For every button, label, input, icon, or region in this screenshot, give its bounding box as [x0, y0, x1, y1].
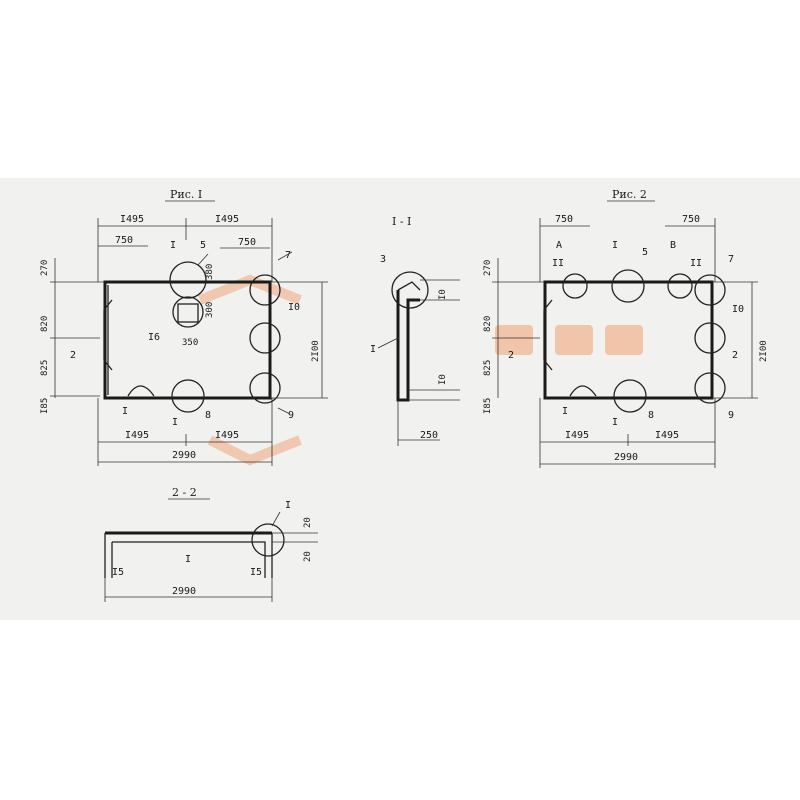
fig1-label-9: 9 — [288, 410, 294, 421]
fig1-callout-16-circle — [172, 296, 204, 328]
watermark-block-6 — [555, 325, 593, 355]
section22-dim-total: 2990 — [172, 586, 196, 597]
fig1-dim-left-825: 825 — [40, 360, 50, 376]
fig1-dim-left-270: 270 — [40, 260, 50, 276]
fig1-dim-left-185: I85 — [40, 398, 50, 414]
fig2-dim-left-185: I85 — [483, 398, 493, 414]
section-2-2: 2 - 2 I I 20 20 I5 I5 2990 — [104, 486, 318, 602]
fig1-callout-7-circle — [249, 274, 281, 306]
section22-dim-15-right: I5 — [250, 567, 262, 578]
fig1-dim-380: 380 — [205, 264, 215, 280]
fig1-label-2: 2 — [70, 350, 76, 361]
fig2-callout-8-circle — [613, 379, 647, 413]
fig2-callout-7-circle — [694, 274, 726, 306]
fig1-dim-bottom-left: I495 — [125, 430, 149, 441]
fig2-dim-bottom-right: I495 — [655, 430, 679, 441]
fig1-callout-10-circle — [249, 322, 281, 354]
fig1-label-I-bottom: I — [122, 406, 128, 417]
section22-title: 2 - 2 — [172, 486, 197, 499]
fig2-title: Рис. 2 — [612, 188, 647, 201]
fig2-label-I-bottom: I — [562, 406, 568, 417]
section11-title: I - I — [392, 215, 411, 228]
fig1-dim-bottom-right: I495 — [215, 430, 239, 441]
fig2-dim-left-825: 825 — [483, 360, 493, 376]
section22-profile — [104, 533, 273, 578]
section22-dim-20-bottom: 20 — [303, 551, 313, 562]
fig1-dim-top-right: I495 — [215, 214, 239, 225]
section11-dim-10-bottom: I0 — [438, 374, 448, 385]
fig2-label-I-cut: I — [612, 417, 618, 428]
fig1-title: Рис. I — [170, 188, 202, 201]
fig2-label-5: 5 — [642, 247, 648, 258]
fig2-letter-I: I — [612, 240, 618, 251]
fig1-dim-left-820: 820 — [40, 316, 50, 332]
fig2-dim-750-left: 750 — [555, 214, 573, 225]
fig2-label-10: I0 — [732, 304, 744, 315]
fig1-dim-350: 350 — [182, 338, 198, 348]
fig1-label-16: I6 — [148, 332, 160, 343]
fig2-callout-A-circle — [562, 273, 588, 299]
fig2-callout-5-circle — [611, 269, 645, 303]
fig2-dim-total: 2990 — [614, 452, 638, 463]
watermark-logo — [198, 274, 643, 466]
fig1-dim-750-left: 750 — [115, 235, 133, 246]
fig1-dim-750-right: 750 — [238, 237, 256, 248]
fig2-left-rib — [543, 299, 553, 371]
fig1-opening — [177, 303, 199, 323]
fig2-letter-II-right: II — [690, 258, 702, 269]
section-I-I: I - I 3 I I0 I0 250 — [370, 215, 460, 446]
watermark-block-5 — [605, 325, 643, 355]
fig2-callout-10-circle — [694, 322, 726, 354]
fig2-callout-B-circle — [667, 273, 693, 299]
fig1-dim-right-2100: 2I00 — [311, 340, 321, 362]
fig2-letter-II-left: II — [552, 258, 564, 269]
fig2-label-9: 9 — [728, 410, 734, 421]
watermark-block-3 — [495, 325, 533, 355]
fig1-label-10: I0 — [288, 302, 300, 313]
section22-dim-20-top: 20 — [303, 517, 313, 528]
fig2-dim-left-820: 820 — [483, 316, 493, 332]
fig1-label-I-top: I — [170, 240, 176, 251]
fig2-dim-750-right: 750 — [682, 214, 700, 225]
fig2-dim-bottom-left: I495 — [565, 430, 589, 441]
fig1-label-5: 5 — [200, 240, 206, 251]
section11-dim-10-top: I0 — [438, 289, 448, 300]
fig1-dim-total: 2990 — [172, 450, 196, 461]
fig1-bottom-arc — [127, 385, 155, 397]
fig2-letter-A: A — [556, 240, 562, 251]
section11-dim-250: 250 — [420, 430, 438, 441]
section11-label-I: I — [370, 344, 376, 355]
watermark-hex-icon — [198, 274, 302, 466]
figure-1: Рис. I I495 I495 750 750 270 820 825 — [40, 188, 328, 466]
fig2-callout-9-circle — [694, 372, 726, 404]
fig1-left-rib — [103, 285, 113, 395]
fig2-letter-B: B — [670, 240, 676, 251]
section11-label-3: 3 — [380, 254, 386, 265]
fig2-dim-left-270: 270 — [483, 260, 493, 276]
fig2-label-7: 7 — [728, 254, 734, 265]
section22-label-I-mid: I — [185, 554, 191, 565]
section11-top-lip — [397, 281, 421, 291]
figure-2: Рис. 2 750 750 270 820 825 I85 — [483, 188, 769, 468]
section22-label-I-top: I — [285, 500, 291, 511]
fig1-callout-9-circle — [249, 372, 281, 404]
fig2-label-8: 8 — [648, 410, 654, 421]
fig1-callout-8-circle — [171, 379, 205, 413]
fig2-label-2-right: 2 — [732, 350, 738, 361]
fig1-dim-300: 300 — [205, 302, 215, 318]
fig1-label-7: 7 — [285, 250, 291, 261]
fig2-label-2-left: 2 — [508, 350, 514, 361]
fig1-callout-5-circle — [169, 261, 207, 299]
fig1-label-8: 8 — [205, 410, 211, 421]
section22-dim-15-left: I5 — [112, 567, 124, 578]
fig1-label-I-cut: I — [172, 417, 178, 428]
fig2-dim-right-2100: 2I00 — [759, 340, 769, 362]
section11-callout-3-circle — [391, 271, 429, 309]
fig2-bottom-arc — [569, 385, 597, 397]
fig1-dim-top-left: I495 — [120, 214, 144, 225]
section22-callout-circle — [251, 523, 285, 557]
